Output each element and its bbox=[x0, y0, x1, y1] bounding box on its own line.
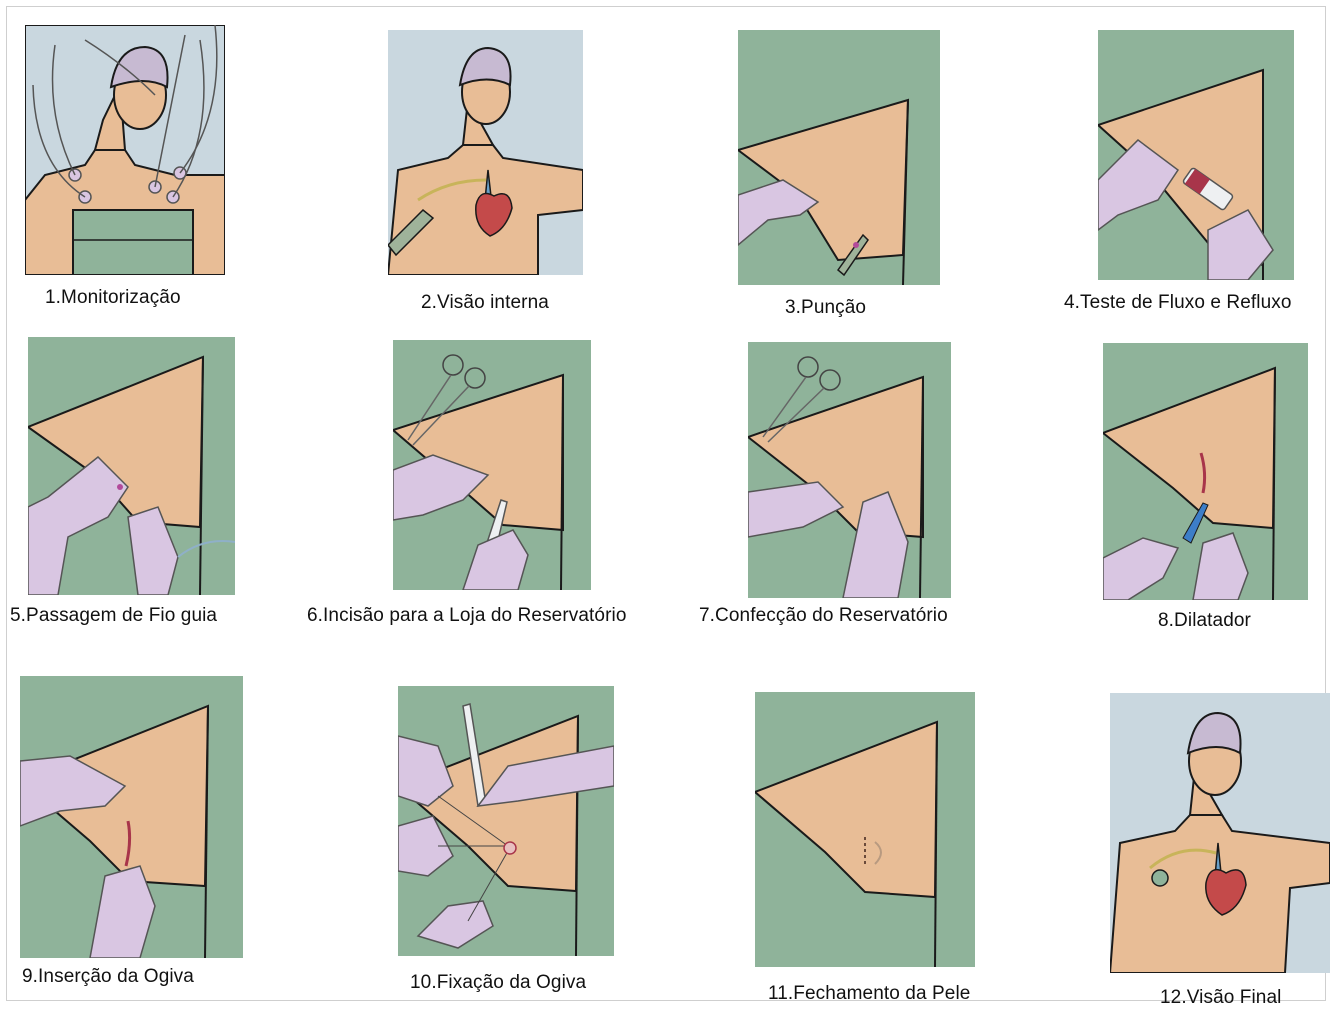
incision-scalpel-icon bbox=[393, 340, 591, 590]
panel-6-caption: 6.Incisão para a Loja do Reservatório bbox=[307, 605, 627, 627]
skin-closure-icon bbox=[755, 692, 975, 967]
patient-internal-view-icon bbox=[388, 30, 583, 275]
panel-5-caption: 5.Passagem de Fio guia bbox=[10, 605, 217, 627]
panel-2-illustration bbox=[388, 30, 583, 275]
syringe-flow-test-icon bbox=[1098, 30, 1294, 280]
panel-5-illustration bbox=[28, 337, 235, 595]
panel-11-caption: 11.Fechamento da Pele bbox=[768, 983, 970, 1005]
panel-2-caption: 2.Visão interna bbox=[421, 292, 549, 314]
panel-8-illustration bbox=[1103, 343, 1308, 600]
panel-12-caption: 12.Visão Final bbox=[1160, 987, 1281, 1009]
panel-9-illustration bbox=[20, 676, 243, 958]
dilator-icon bbox=[1103, 343, 1308, 600]
panel-6-illustration bbox=[393, 340, 591, 590]
panel-11-illustration bbox=[755, 692, 975, 967]
panel-3-caption: 3.Punção bbox=[785, 297, 866, 319]
port-insertion-icon bbox=[20, 676, 243, 958]
panel-1-caption: 1.Monitorização bbox=[45, 287, 181, 309]
panel-4-illustration bbox=[1098, 30, 1294, 280]
puncture-drape-icon bbox=[738, 30, 940, 285]
panel-7-caption: 7.Confecção do Reservatório bbox=[699, 605, 948, 627]
pocket-creation-icon bbox=[748, 342, 951, 598]
panel-9-caption: 9.Inserção da Ogiva bbox=[22, 966, 194, 988]
patient-final-view-icon bbox=[1110, 693, 1330, 973]
patient-with-monitoring-leads-icon bbox=[25, 25, 225, 275]
panel-7-illustration bbox=[748, 342, 951, 598]
panel-1-illustration bbox=[25, 25, 225, 275]
panel-10-caption: 10.Fixação da Ogiva bbox=[410, 972, 586, 994]
port-fixation-icon bbox=[398, 686, 614, 956]
panel-4-caption: 4.Teste de Fluxo e Refluxo bbox=[1064, 292, 1292, 314]
panel-10-illustration bbox=[398, 686, 614, 956]
panel-3-illustration bbox=[738, 30, 940, 285]
guidewire-passage-icon bbox=[28, 337, 235, 595]
panel-8-caption: 8.Dilatador bbox=[1158, 610, 1251, 632]
panel-12-illustration bbox=[1110, 693, 1330, 973]
